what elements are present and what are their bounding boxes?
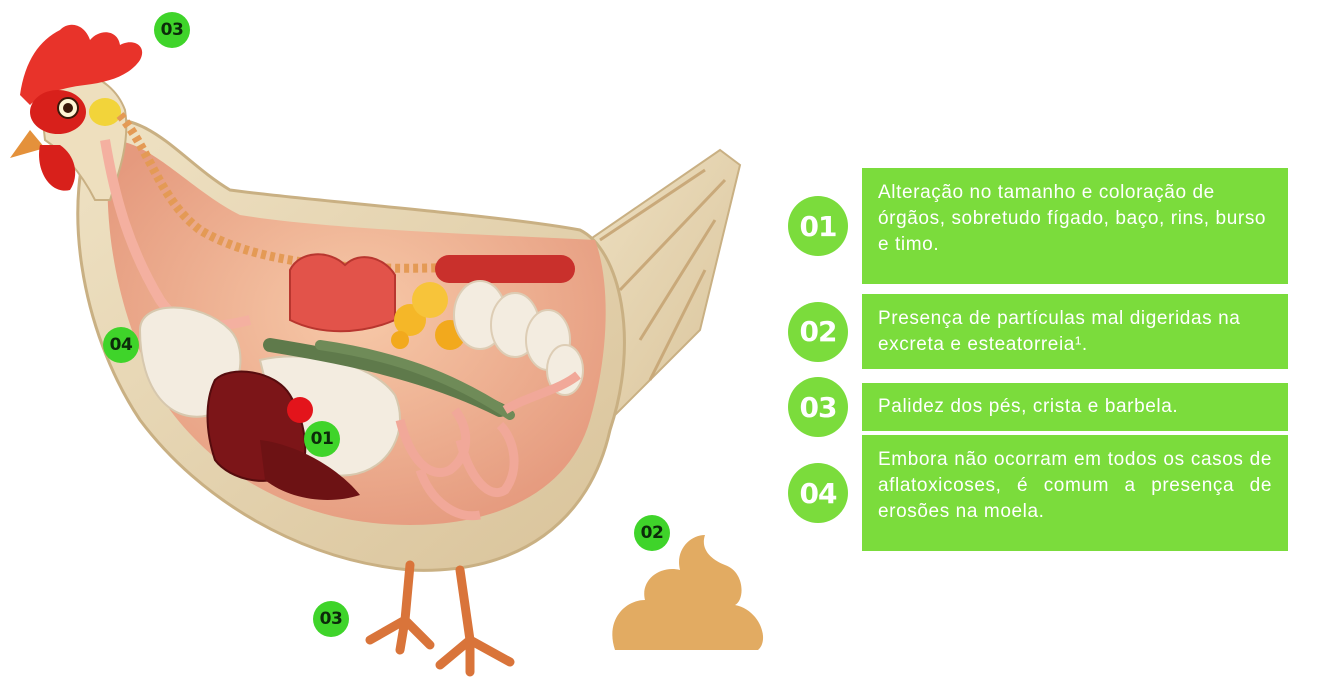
legend-item-04: 04 Embora não ocorram em todos os casos … <box>788 435 1288 551</box>
legend-number: 03 <box>788 377 848 437</box>
lungs <box>290 254 395 331</box>
kidney <box>435 255 575 283</box>
legend-number: 02 <box>788 302 848 362</box>
legs <box>370 565 510 672</box>
legend-item-02: 02 Presença de partículas mal digeridas … <box>788 294 1288 369</box>
legend-text: Presença de partículas mal digeridas na … <box>862 294 1288 369</box>
legend-text: Alteração no tamanho e coloração de órgã… <box>862 168 1288 284</box>
spleen <box>287 397 313 423</box>
legend-item-01: 01 Alteração no tamanho e coloração de ó… <box>788 168 1288 284</box>
marker-feces: 02 <box>634 515 670 551</box>
marker-feet: 03 <box>313 601 349 637</box>
marker-organs: 01 <box>304 421 340 457</box>
legend-item-03: 03 Palidez dos pés, crista e barbela. <box>788 377 1288 437</box>
legend-number: 04 <box>788 463 848 523</box>
legend-text: Embora não ocorram em todos os casos de … <box>862 435 1288 551</box>
marker-neck: 04 <box>103 327 139 363</box>
feces-icon <box>612 535 763 650</box>
legend-number: 01 <box>788 196 848 256</box>
marker-comb: 03 <box>154 12 190 48</box>
legend-text: Palidez dos pés, crista e barbela. <box>862 383 1288 431</box>
